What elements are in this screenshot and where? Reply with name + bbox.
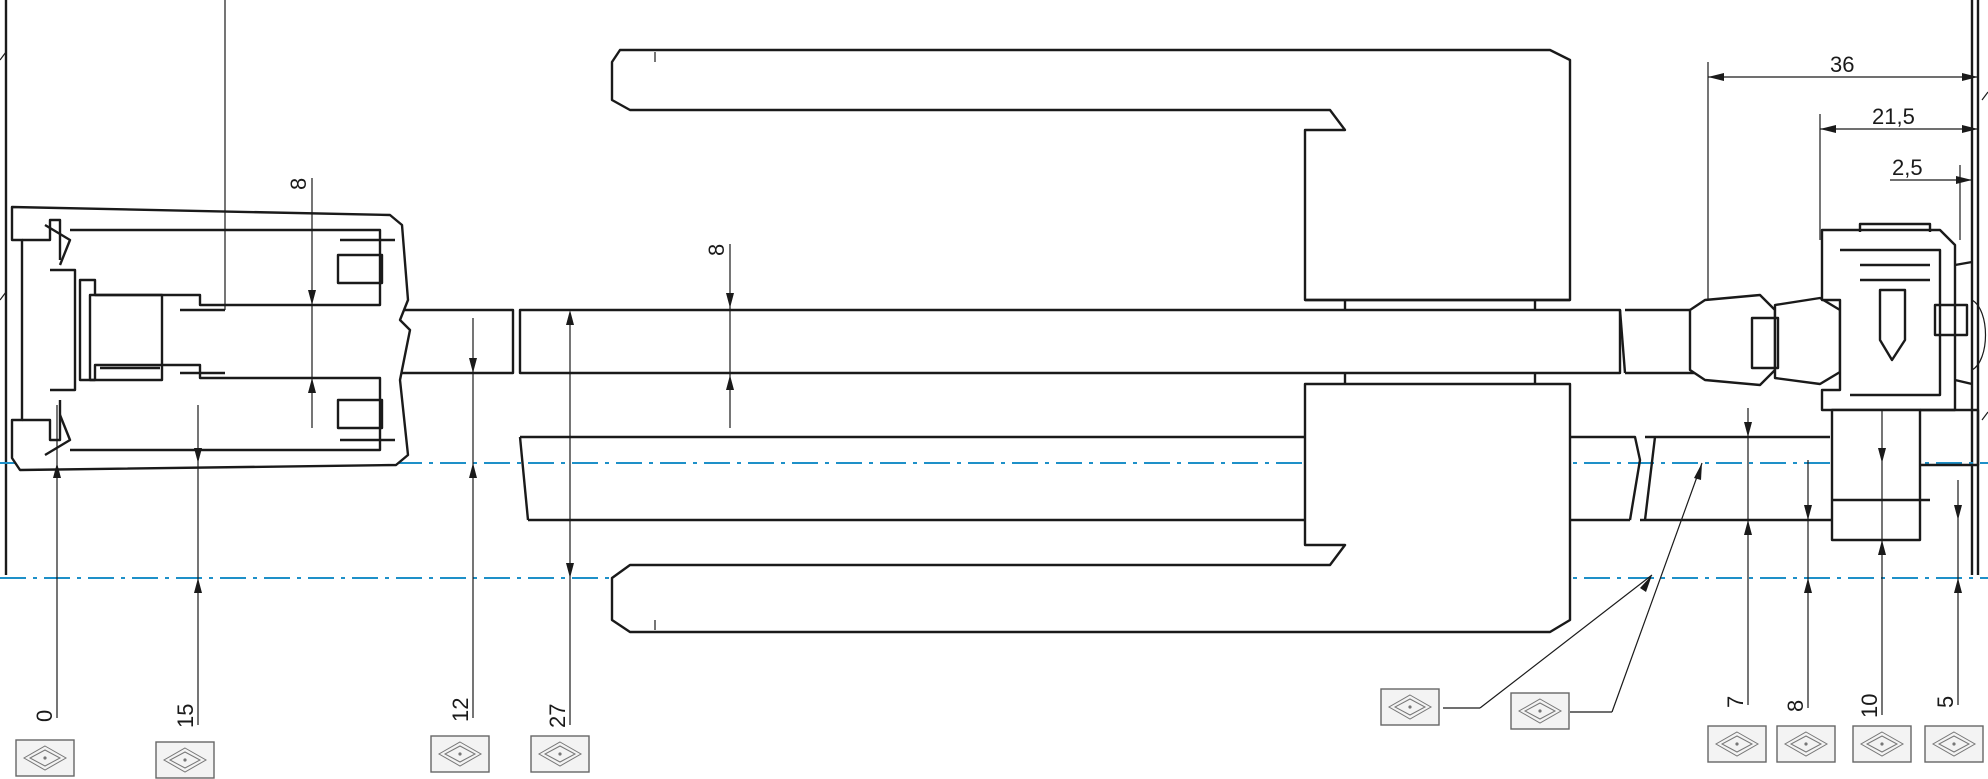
glass-profile-symbol-icon	[1510, 692, 1570, 730]
dim-bottom-10: 10	[1857, 410, 1886, 718]
dim-label-8: 8	[1783, 700, 1808, 712]
dim-bottom-0: 0	[32, 405, 61, 722]
right-wall	[1970, 0, 1988, 575]
glass-profile-symbol-icon	[1707, 725, 1767, 763]
dim-bottom-5: 5	[1933, 480, 1962, 708]
glass-profile-symbol-icon	[1776, 725, 1836, 763]
dim-top-21-5: 21,5	[1819, 104, 1978, 240]
dim-left-8: 8	[286, 178, 316, 428]
dim-label-12: 12	[448, 698, 473, 722]
dim-mid-8: 8	[704, 244, 734, 428]
glass-profile-symbol-icon	[430, 735, 490, 773]
left-wall	[0, 0, 8, 575]
dim-label-10: 10	[1857, 694, 1882, 718]
glass-profile-symbol-icon	[1924, 725, 1984, 763]
dim-label-2-5: 2,5	[1892, 155, 1923, 180]
glass-profile-symbol-icon	[1852, 725, 1912, 763]
right-clamp	[1688, 222, 1987, 542]
dim-label-mid-8: 8	[704, 244, 729, 256]
dim-bottom-27: 27	[545, 310, 574, 728]
lower-glass	[518, 435, 1832, 522]
glass-profile-symbol-icon	[1380, 688, 1440, 726]
dim-top-2-5: 2,5	[1890, 155, 1972, 240]
dim-label-left-8: 8	[286, 178, 311, 190]
dim-label-5: 5	[1933, 696, 1958, 708]
leader-lines	[1443, 462, 1703, 713]
dim-label-27: 27	[545, 704, 570, 728]
main-glass	[223, 308, 1710, 375]
dim-bottom-12: 12	[448, 318, 477, 722]
dim-bottom-8: 8	[1783, 460, 1812, 712]
glass-profile-symbol-icon	[530, 735, 590, 773]
dim-label-21-5: 21,5	[1872, 104, 1915, 129]
dim-label-15: 15	[173, 704, 198, 728]
glass-profile-symbol-icon	[155, 741, 215, 779]
dim-bottom-15: 15	[173, 405, 202, 728]
handle-lower	[610, 372, 1572, 634]
dim-bottom-7: 7	[1723, 408, 1752, 708]
dim-label-36: 36	[1830, 52, 1854, 77]
dim-label-0: 0	[32, 710, 57, 722]
dim-label-7: 7	[1723, 696, 1748, 708]
glass-profile-symbol-icon	[15, 739, 75, 777]
handle-upper	[610, 48, 1572, 312]
left-profile	[10, 205, 412, 472]
dim-top-36: 36	[1707, 52, 1978, 300]
